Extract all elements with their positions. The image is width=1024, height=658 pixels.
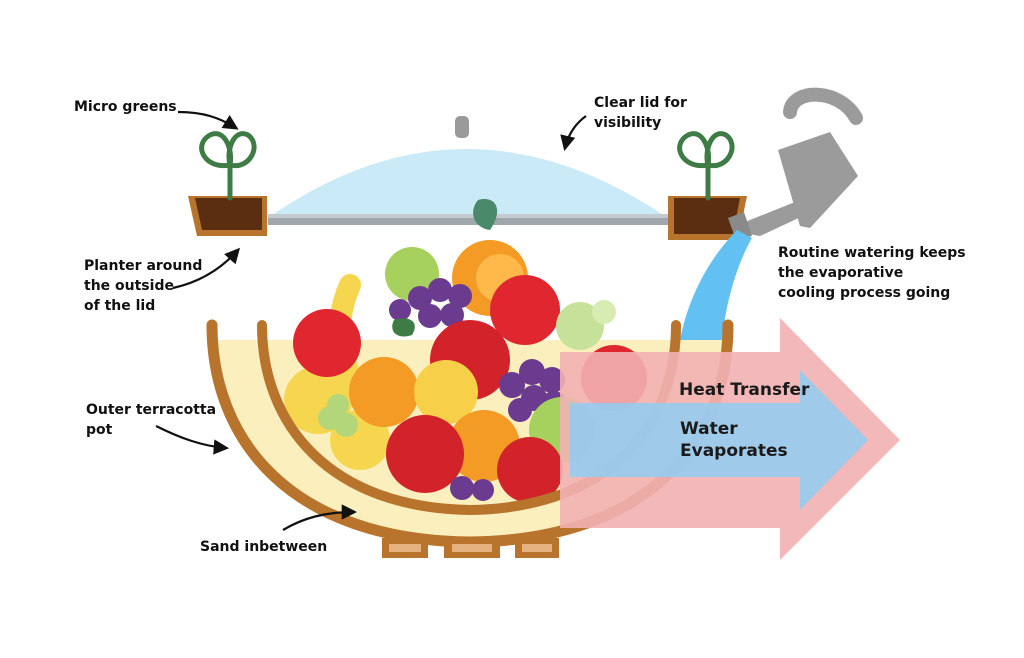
- water-stream: [680, 230, 752, 340]
- label-outer-pot: Outer terracotta pot: [86, 402, 217, 438]
- dome-lid-icon: [268, 116, 668, 225]
- pointer-arrows: [155, 110, 587, 531]
- water-evaporates-arrow: [570, 370, 868, 510]
- label-micro-greens: Micro greens: [74, 99, 177, 115]
- label-sand: Sand inbetween: [200, 539, 328, 555]
- sprout-icon: [677, 131, 735, 201]
- watering-can-icon: [728, 87, 863, 240]
- left-planter-icon: [188, 196, 267, 236]
- label-watering: Routine watering keeps the evaporative c…: [778, 245, 966, 301]
- label-planter: Planter around the outside of the lid: [84, 258, 203, 314]
- label-water-evaporates: Water Evaporates: [680, 419, 788, 461]
- label-heat-transfer: Heat Transfer: [679, 380, 810, 400]
- label-clear-lid: Clear lid for visibility: [594, 95, 687, 131]
- right-planter-icon: [668, 196, 747, 240]
- sprout-icon: [199, 131, 257, 201]
